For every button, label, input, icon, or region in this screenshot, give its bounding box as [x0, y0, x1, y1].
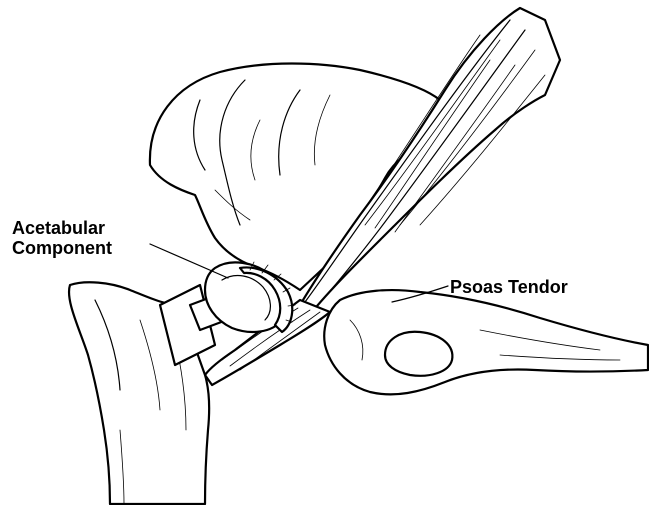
acetabular-component-label: Acetabular Component — [12, 218, 112, 258]
acetabular-label-line1: Acetabular — [12, 218, 112, 238]
acetabular-label-line2: Component — [12, 238, 112, 258]
psoas-tendon-label: Psoas Tendor — [450, 277, 568, 297]
pubic-bone — [324, 290, 648, 394]
acetabular-leader-line — [150, 244, 228, 278]
